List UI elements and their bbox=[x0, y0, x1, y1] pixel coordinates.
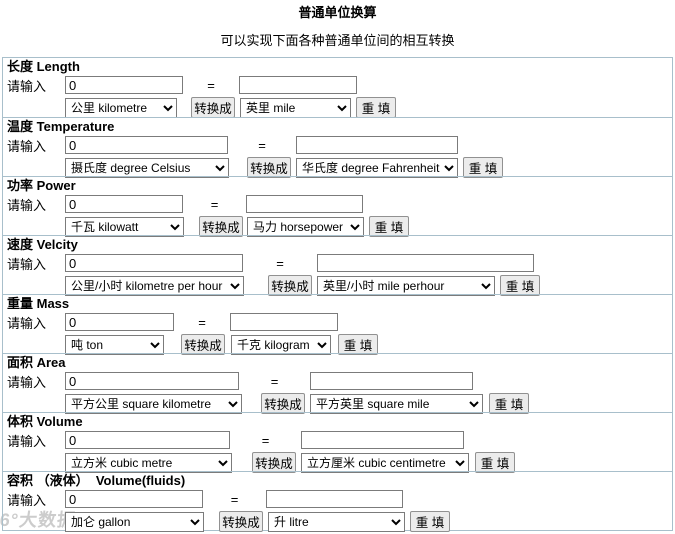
section-title: 重量 Mass bbox=[7, 296, 70, 311]
from-unit-select[interactable]: 加仑 gallon bbox=[65, 511, 204, 532]
conversion-table: 长度 Length 请输入 = 公里 kilometre 转换成 英里 mile… bbox=[2, 57, 673, 532]
to-unit-select[interactable]: 平方英里 square mile bbox=[310, 393, 483, 414]
result-input[interactable] bbox=[310, 372, 473, 390]
from-unit-select[interactable]: 公里 kilometre bbox=[65, 97, 177, 118]
value-input[interactable] bbox=[65, 136, 228, 154]
page-subtitle: 可以实现下面各种普通单位间的相互转换 bbox=[220, 33, 455, 48]
section-title: 面积 Area bbox=[7, 355, 66, 370]
input-prompt-label: 请输入 bbox=[7, 78, 47, 94]
result-input[interactable] bbox=[246, 195, 363, 213]
convert-button[interactable]: 转换成 bbox=[252, 452, 296, 473]
section-power: 功率 Power 请输入 = 千瓦 kilowatt 转换成 马力 horsep… bbox=[3, 176, 672, 237]
convert-button[interactable]: 转换成 bbox=[199, 216, 243, 237]
input-prompt-label: 请输入 bbox=[7, 197, 47, 213]
input-prompt-label: 请输入 bbox=[7, 315, 47, 331]
convert-button[interactable]: 转换成 bbox=[181, 334, 225, 355]
equals-sign: = bbox=[230, 491, 239, 507]
value-input[interactable] bbox=[65, 313, 174, 331]
section-title: 长度 Length bbox=[7, 59, 80, 74]
convert-button[interactable]: 转换成 bbox=[261, 393, 305, 414]
section-length: 长度 Length 请输入 = 公里 kilometre 转换成 英里 mile… bbox=[3, 58, 672, 118]
result-input[interactable] bbox=[317, 254, 534, 272]
reset-button[interactable]: 重 填 bbox=[410, 511, 450, 532]
section-velocity: 速度 Velcity 请输入 = 公里/小时 kilometre per hou… bbox=[3, 235, 672, 296]
reset-button[interactable]: 重 填 bbox=[475, 452, 515, 473]
section-mass: 重量 Mass 请输入 = 吨 ton 转换成 千克 kilogram 重 填 bbox=[3, 294, 672, 355]
from-unit-select[interactable]: 平方公里 square kilometre bbox=[65, 393, 242, 414]
equals-sign: = bbox=[210, 196, 219, 212]
reset-button[interactable]: 重 填 bbox=[369, 216, 409, 237]
convert-button[interactable]: 转换成 bbox=[219, 511, 263, 532]
from-unit-select[interactable]: 立方米 cubic metre bbox=[65, 452, 232, 473]
reset-button[interactable]: 重 填 bbox=[356, 97, 396, 118]
value-input[interactable] bbox=[65, 490, 203, 508]
to-unit-select[interactable]: 英里/小时 mile perhour bbox=[317, 275, 495, 296]
section-title: 功率 Power bbox=[7, 178, 76, 193]
equals-sign: = bbox=[207, 77, 215, 93]
from-unit-select[interactable]: 摄氏度 degree Celsius bbox=[65, 157, 229, 178]
page-title: 普通单位换算 bbox=[298, 5, 377, 20]
input-prompt-label: 请输入 bbox=[7, 374, 47, 390]
section-title: 速度 Velcity bbox=[7, 237, 78, 252]
equals-sign: = bbox=[261, 432, 270, 448]
section-title: 温度 Temperature bbox=[7, 119, 115, 134]
to-unit-select[interactable]: 华氏度 degree Fahrenheit bbox=[296, 157, 458, 178]
to-unit-select[interactable]: 马力 horsepower bbox=[247, 216, 364, 237]
reset-button[interactable]: 重 填 bbox=[500, 275, 540, 296]
result-input[interactable] bbox=[301, 431, 464, 449]
value-input[interactable] bbox=[65, 76, 183, 94]
section-title: 体积 Volume bbox=[7, 414, 83, 429]
result-input[interactable] bbox=[266, 490, 403, 508]
value-input[interactable] bbox=[65, 372, 239, 390]
to-unit-select[interactable]: 千克 kilogram bbox=[231, 334, 331, 355]
input-prompt-label: 请输入 bbox=[7, 492, 47, 508]
reset-button[interactable]: 重 填 bbox=[489, 393, 529, 414]
reset-button[interactable]: 重 填 bbox=[463, 157, 503, 178]
to-unit-select[interactable]: 升 litre bbox=[268, 511, 405, 532]
from-unit-select[interactable]: 吨 ton bbox=[65, 334, 164, 355]
to-unit-select[interactable]: 英里 mile bbox=[240, 97, 351, 118]
convert-button[interactable]: 转换成 bbox=[268, 275, 312, 296]
input-prompt-label: 请输入 bbox=[7, 433, 47, 449]
from-unit-select[interactable]: 千瓦 kilowatt bbox=[65, 216, 184, 237]
section-volume: 体积 Volume 请输入 = 立方米 cubic metre 转换成 立方厘米… bbox=[3, 412, 672, 473]
result-input[interactable] bbox=[296, 136, 458, 154]
equals-sign: = bbox=[276, 255, 284, 271]
value-input[interactable] bbox=[65, 195, 183, 213]
from-unit-select[interactable]: 公里/小时 kilometre per hour bbox=[65, 275, 244, 296]
value-input[interactable] bbox=[65, 254, 243, 272]
section-volume-fluids: 容积 （液体） Volume(fluids) 请输入 = 加仑 gallon 转… bbox=[3, 471, 672, 532]
equals-sign: = bbox=[258, 137, 266, 153]
section-area: 面积 Area 请输入 = 平方公里 square kilometre 转换成 … bbox=[3, 353, 672, 414]
value-input[interactable] bbox=[65, 431, 230, 449]
to-unit-select[interactable]: 立方厘米 cubic centimetre bbox=[301, 452, 469, 473]
input-prompt-label: 请输入 bbox=[7, 138, 47, 154]
reset-button[interactable]: 重 填 bbox=[338, 334, 378, 355]
equals-sign: = bbox=[270, 373, 279, 389]
convert-button[interactable]: 转换成 bbox=[191, 97, 235, 118]
result-input[interactable] bbox=[230, 313, 338, 331]
equals-sign: = bbox=[198, 314, 206, 330]
convert-button[interactable]: 转换成 bbox=[247, 157, 291, 178]
result-input[interactable] bbox=[239, 76, 357, 94]
input-prompt-label: 请输入 bbox=[7, 256, 47, 272]
section-temperature: 温度 Temperature 请输入 = 摄氏度 degree Celsius … bbox=[3, 117, 672, 178]
section-title: 容积 （液体） Volume(fluids) bbox=[7, 473, 186, 488]
